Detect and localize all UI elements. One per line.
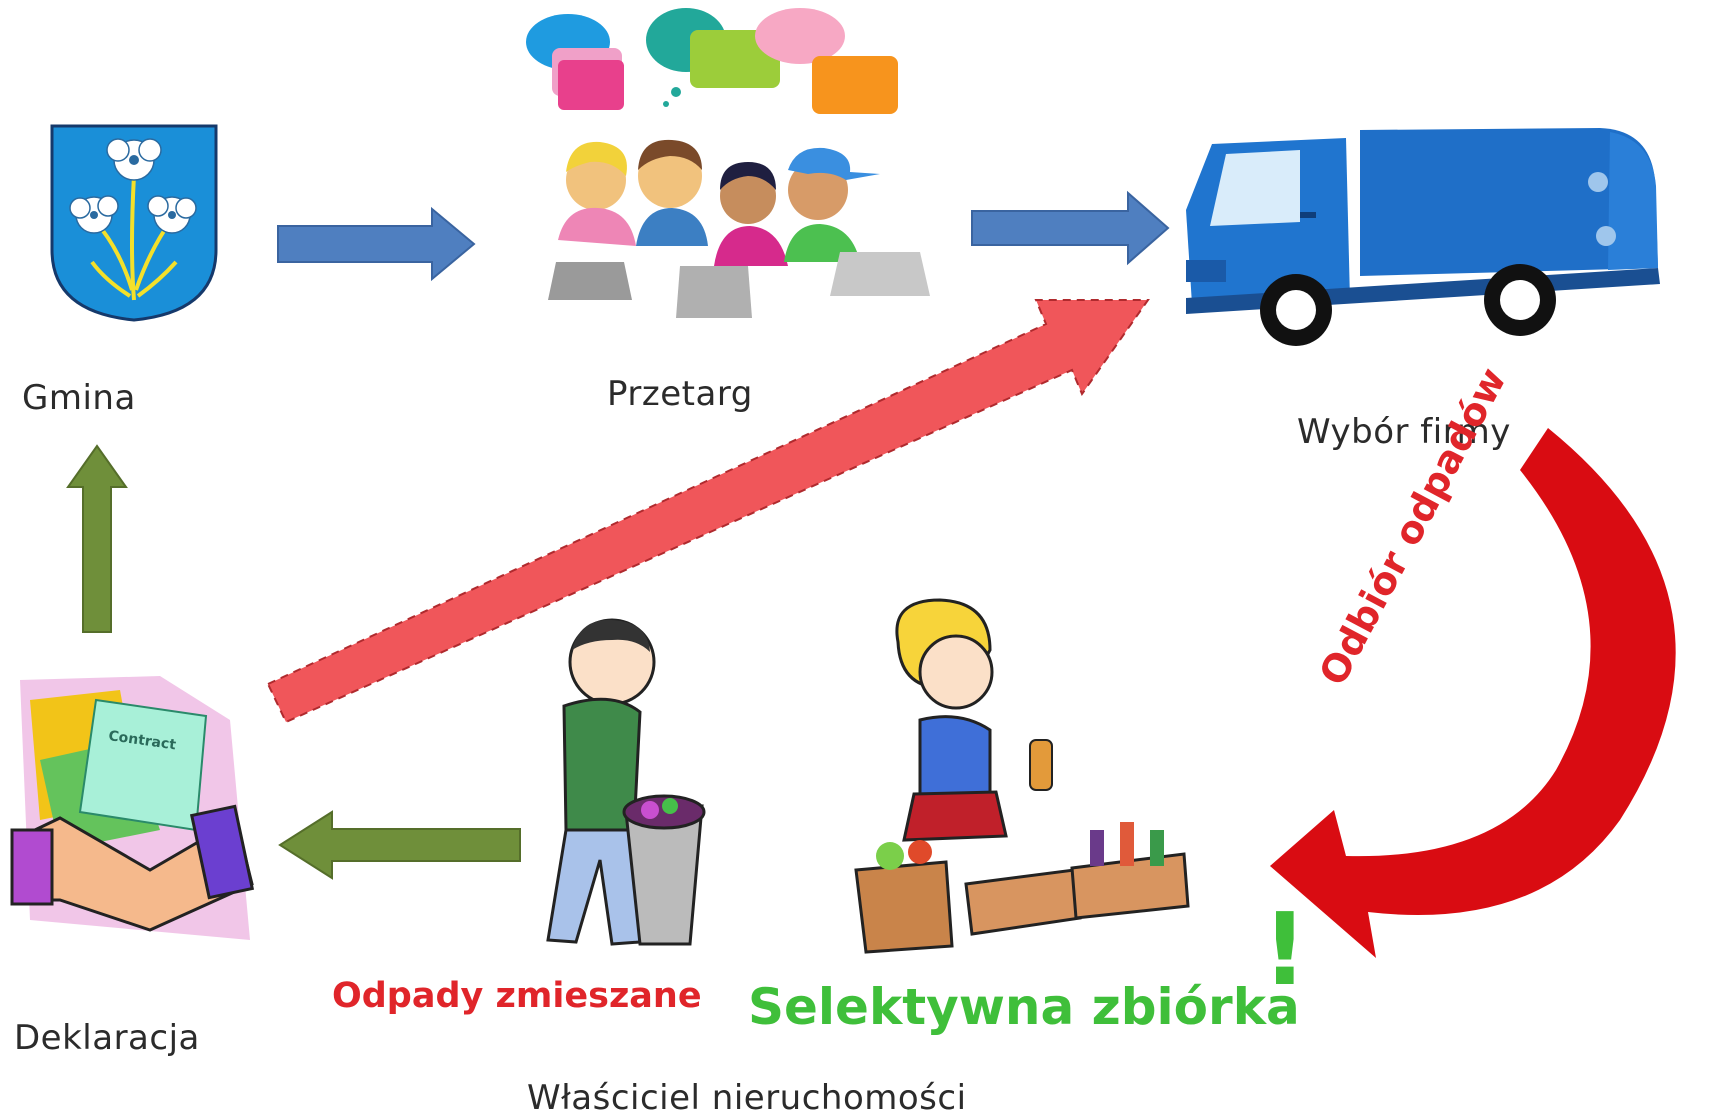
garbage-truck-icon xyxy=(1186,128,1660,346)
girl-recycling-icon xyxy=(854,598,1190,954)
coat-of-arms-icon xyxy=(50,124,218,322)
label-przetarg: Przetarg xyxy=(607,374,753,414)
label-odpady-zmieszane: Odpady zmieszane xyxy=(332,976,702,1016)
discussion-group-icon xyxy=(526,8,930,318)
label-deklaracja: Deklaracja xyxy=(14,1018,200,1058)
label-wlasciciel: Właściciel nieruchomości xyxy=(527,1078,967,1118)
arrow-gmina-to-przetarg xyxy=(277,206,476,282)
contract-handshake-icon: Contract xyxy=(10,676,255,940)
arrow-deklaracja-to-wybor xyxy=(266,299,1150,724)
arrow-odbior-odpadow xyxy=(1270,428,1676,958)
arrow-deklaracja-to-gmina xyxy=(66,444,128,633)
label-selektywna-zbiorka: Selektywna zbiórka xyxy=(748,978,1300,1036)
boy-trash-can-icon xyxy=(546,618,706,946)
arrow-odpady-to-deklaracja xyxy=(278,810,521,880)
arrow-przetarg-to-wybor xyxy=(971,190,1170,266)
label-gmina: Gmina xyxy=(22,378,136,418)
label-wybor-firmy: Wybór firmy xyxy=(1297,412,1511,452)
exclamation-mark: ! xyxy=(1262,891,1308,1008)
